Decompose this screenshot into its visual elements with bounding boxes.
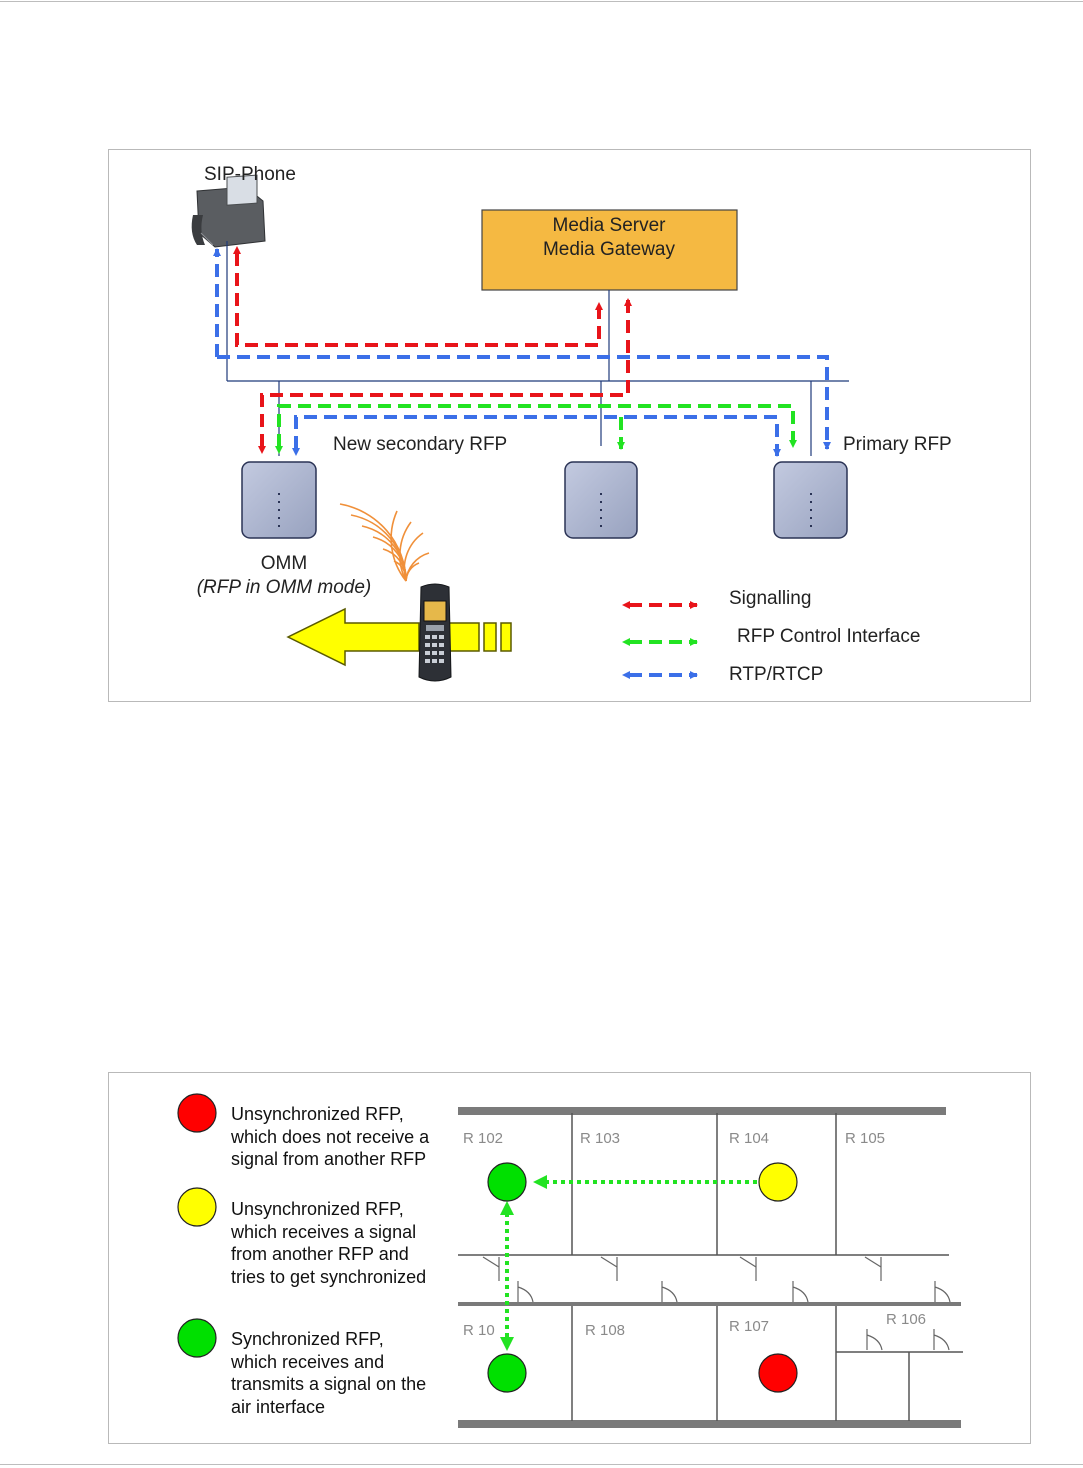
- network-diagram: SIP-Phone Media Server Media Gateway: [191, 164, 952, 685]
- room-label: R 107: [729, 1318, 769, 1335]
- media-gateway-label: Media Gateway: [543, 239, 676, 260]
- legend-rtp-label: RTP/RTCP: [729, 664, 823, 685]
- omm-mode-label: (RFP in OMM mode): [197, 577, 372, 598]
- rfp-synchronized-r109: [487, 1353, 527, 1393]
- legend-yellow-line-1: Unsynchronized RFP,: [231, 1199, 404, 1219]
- network-diagram-panel: SIP-Phone Media Server Media Gateway: [108, 149, 1031, 702]
- room-label: R 105: [845, 1130, 885, 1147]
- legend-green-circle: [177, 1318, 217, 1358]
- rfp-unsynchronized-r107: [758, 1353, 798, 1393]
- new-secondary-rfp-label: New secondary RFP: [333, 434, 507, 455]
- sip-phone-label: SIP-Phone: [204, 164, 296, 185]
- sync-diagram: Unsynchronized RFP, which does not recei…: [177, 1093, 963, 1428]
- handset-icon: [418, 583, 452, 682]
- radio-waves-icon: [339, 503, 430, 582]
- legend-yellow-circle: [177, 1187, 217, 1227]
- omm-label: OMM: [261, 553, 307, 574]
- legend-red-line-3: signal from another RFP: [231, 1149, 426, 1169]
- legend-red-line-2: which does not receive a: [230, 1127, 430, 1147]
- legend-green-line-2: which receives and: [230, 1352, 384, 1372]
- signalling-path: [233, 246, 632, 454]
- rfp-syncing-r104: [758, 1162, 798, 1202]
- legend-red-line-1: Unsynchronized RFP,: [231, 1104, 404, 1124]
- top-rule: [0, 1, 1083, 2]
- rfp-device-middle: [564, 461, 638, 539]
- rfp-device-primary: [773, 461, 848, 539]
- primary-rfp-label: Primary RFP: [843, 434, 952, 455]
- handover-arrow-tail-icon: [446, 622, 512, 652]
- legend-rfp-control-label: RFP Control Interface: [737, 626, 920, 647]
- rfp-synchronized-r102: [487, 1162, 527, 1202]
- legend-yellow-line-4: tries to get synchronized: [231, 1267, 426, 1287]
- room-label: R 102: [463, 1130, 503, 1147]
- legend-green-line-1: Synchronized RFP,: [231, 1329, 384, 1349]
- legend-yellow-line-3: from another RFP and: [231, 1244, 409, 1264]
- handover-arrow-icon: [286, 607, 420, 667]
- legend-red-circle: [177, 1093, 217, 1133]
- sip-phone-icon: [191, 174, 266, 248]
- room-label: R 10: [463, 1322, 495, 1339]
- room-label: R 106: [886, 1311, 926, 1328]
- sync-diagram-panel: Unsynchronized RFP, which does not recei…: [108, 1072, 1031, 1444]
- legend-yellow-line-2: which receives a signal: [230, 1222, 416, 1242]
- media-server-label: Media Server: [553, 215, 667, 236]
- sync-links: [500, 1175, 757, 1351]
- bottom-rule: [0, 1464, 1083, 1465]
- room-label: R 108: [585, 1322, 625, 1339]
- legend: Signalling RFP Control Interface RTP/RTC…: [622, 588, 920, 685]
- rfp-device-omm: [241, 461, 317, 539]
- room-label: R 104: [729, 1130, 769, 1147]
- room-label: R 103: [580, 1130, 620, 1147]
- legend-green-line-4: air interface: [231, 1397, 325, 1417]
- floor-plan: [458, 1107, 963, 1428]
- rfp-control-path: [275, 404, 797, 454]
- legend-signalling-label: Signalling: [729, 588, 811, 609]
- legend-green-line-3: transmits a signal on the: [231, 1374, 426, 1394]
